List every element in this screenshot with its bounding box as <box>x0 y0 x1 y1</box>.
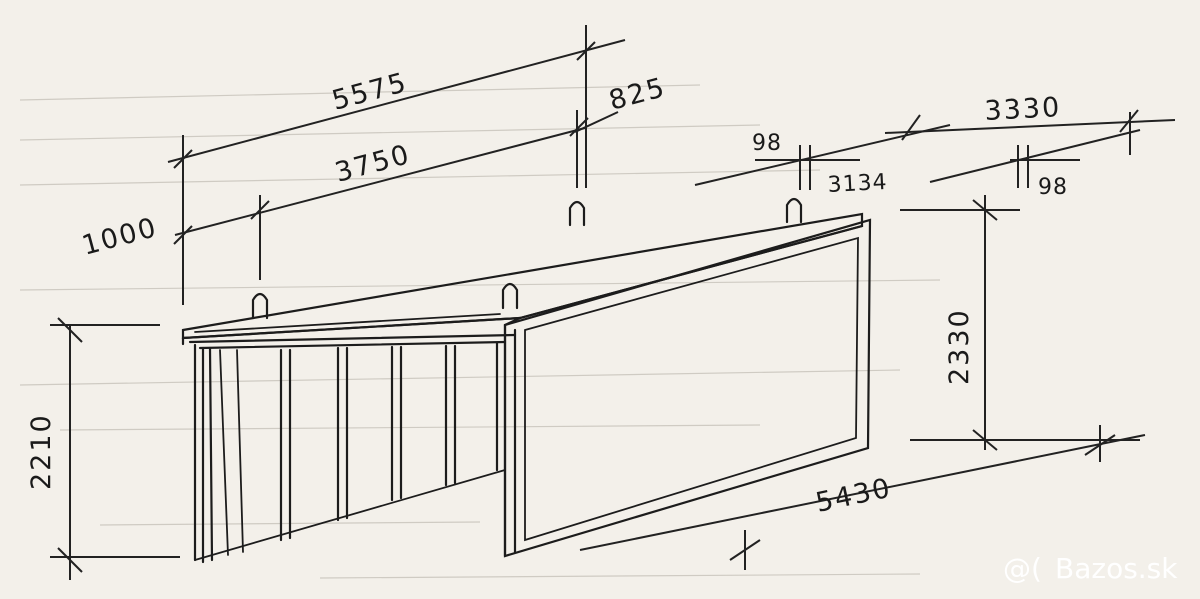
dim-label-3134: 3134 <box>827 170 888 198</box>
dim-label-5575: 5575 <box>329 67 411 117</box>
dim-label-825: 825 <box>606 72 670 117</box>
watermark: @( Bazos.sk <box>1003 552 1178 585</box>
dim-label-3750: 3750 <box>332 139 414 189</box>
dimension-side-length <box>579 425 1146 570</box>
background-texture <box>19 84 941 579</box>
dim-label-2330: 2330 <box>944 308 975 385</box>
dim-label-5430: 5430 <box>813 473 894 519</box>
dim-label-3330: 3330 <box>984 92 1062 127</box>
dim-label-2210: 2210 <box>26 413 57 490</box>
bazos-logo-icon: @( <box>1003 552 1042 585</box>
dimension-width <box>694 109 1176 190</box>
dim-label-1000: 1000 <box>79 212 161 262</box>
lifting-hooks <box>251 197 803 320</box>
watermark-text: Bazos.sk <box>1055 552 1178 585</box>
dim-label-98-right: 98 <box>1038 175 1068 200</box>
dimension-top-lengths <box>167 25 626 305</box>
front-columns <box>193 341 506 564</box>
container-body <box>181 212 872 558</box>
dimension-heights <box>50 195 1140 580</box>
dim-label-98-left: 98 <box>752 131 782 156</box>
svg-text:@(: @( <box>1003 552 1042 585</box>
